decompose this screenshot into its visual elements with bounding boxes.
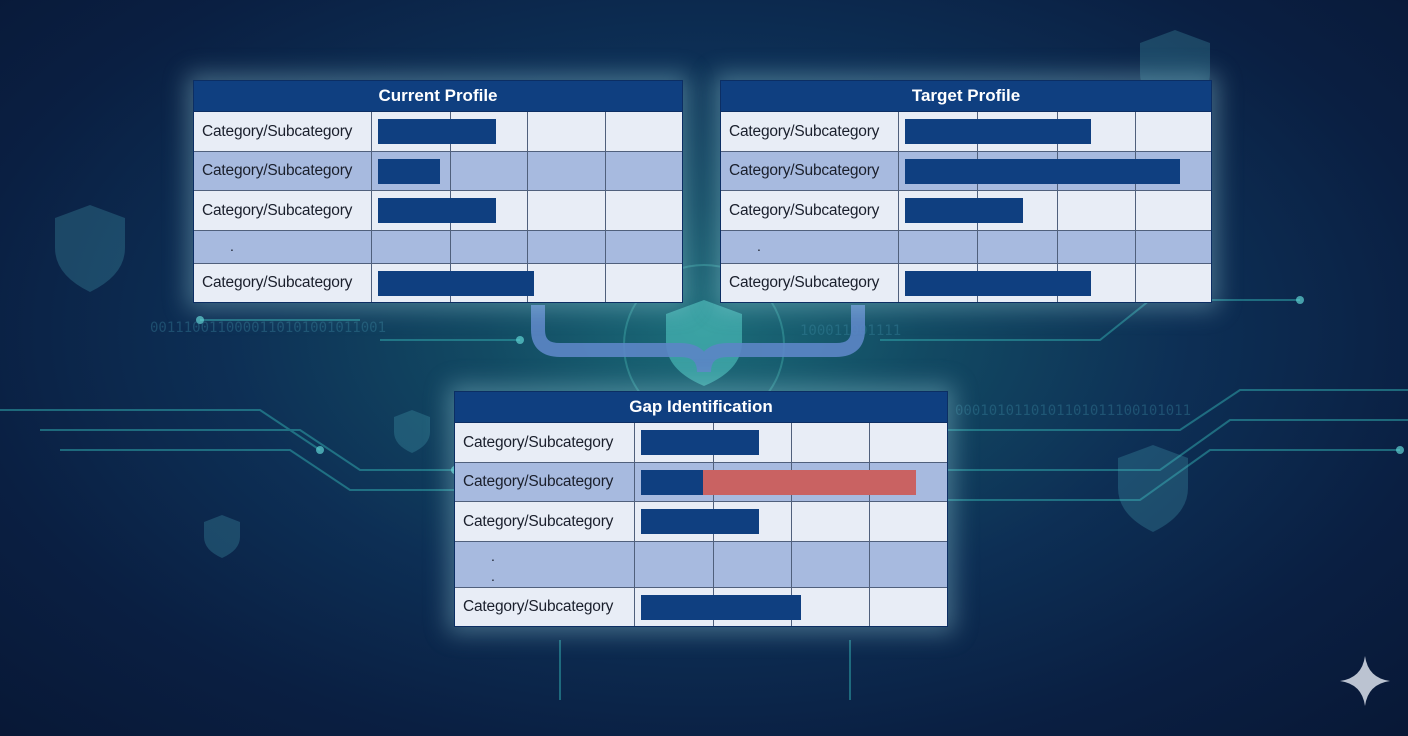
grid-line — [527, 191, 528, 230]
svg-text:0011100110000110101001011001: 0011100110000110101001011001 — [150, 320, 386, 336]
target-panel-title: Target Profile — [721, 81, 1211, 112]
ellipsis-marker: . . — [491, 548, 519, 584]
row-label: Category/Subcategory — [455, 423, 635, 462]
grid-line — [605, 112, 606, 151]
grid-line — [527, 231, 528, 263]
row-label — [455, 542, 635, 587]
table-row: Category/Subcategory — [721, 190, 1211, 230]
grid-line — [527, 112, 528, 151]
grid-line — [450, 231, 451, 263]
value-bar — [378, 198, 496, 223]
value-bar — [905, 159, 1180, 184]
value-bar — [905, 119, 1091, 144]
grid-line — [869, 542, 870, 587]
row-label: Category/Subcategory — [455, 588, 635, 626]
grid-line — [1135, 191, 1136, 230]
grid-line — [1057, 191, 1058, 230]
table-row: . — [194, 230, 682, 263]
row-label: Category/Subcategory — [194, 264, 372, 302]
value-bar — [641, 430, 759, 455]
grid-line — [605, 191, 606, 230]
table-row: . . — [455, 541, 947, 587]
grid-line — [1135, 231, 1136, 263]
table-row: . — [721, 230, 1211, 263]
grid-line — [713, 542, 714, 587]
value-bar — [641, 595, 801, 620]
table-row: Category/Subcategory — [455, 462, 947, 501]
value-bar — [905, 271, 1091, 296]
grid-line — [869, 588, 870, 626]
grid-line — [450, 152, 451, 190]
table-row: Category/Subcategory — [721, 112, 1211, 151]
row-label — [194, 231, 372, 263]
row-label: Category/Subcategory — [721, 112, 899, 151]
table-row: Category/Subcategory — [721, 263, 1211, 302]
table-row: Category/Subcategory — [721, 151, 1211, 190]
svg-text:100011001111: 100011001111 — [800, 323, 901, 339]
row-label: Category/Subcategory — [455, 463, 635, 501]
row-label: Category/Subcategory — [721, 191, 899, 230]
value-bar — [641, 470, 703, 495]
row-label — [721, 231, 899, 263]
row-label: Category/Subcategory — [721, 152, 899, 190]
grid-line — [869, 423, 870, 462]
row-label: Category/Subcategory — [721, 264, 899, 302]
value-bar — [905, 198, 1023, 223]
grid-line — [1135, 112, 1136, 151]
center-shield-icon — [666, 300, 742, 386]
grid-line — [977, 231, 978, 263]
grid-line — [605, 231, 606, 263]
grid-line — [791, 542, 792, 587]
table-row: Category/Subcategory — [194, 112, 682, 151]
grid-line — [605, 152, 606, 190]
table-row: Category/Subcategory — [194, 263, 682, 302]
row-label: Category/Subcategory — [194, 112, 372, 151]
svg-text:0001010110101101011100101011: 0001010110101101011100101011 — [955, 403, 1191, 419]
grid-line — [1057, 231, 1058, 263]
gap-bar — [703, 470, 916, 495]
value-bar — [378, 271, 534, 296]
ellipsis-marker: . — [757, 238, 761, 254]
row-label: Category/Subcategory — [194, 152, 372, 190]
merge-connector — [531, 305, 865, 373]
table-row: Category/Subcategory — [455, 587, 947, 626]
table-row: Category/Subcategory — [194, 151, 682, 190]
grid-line — [869, 502, 870, 541]
grid-line — [791, 423, 792, 462]
grid-line — [527, 152, 528, 190]
value-bar — [378, 159, 440, 184]
grid-line — [791, 502, 792, 541]
value-bar — [641, 509, 759, 534]
table-row: Category/Subcategory — [455, 423, 947, 462]
table-row: Category/Subcategory — [455, 501, 947, 541]
grid-line — [605, 264, 606, 302]
row-label: Category/Subcategory — [455, 502, 635, 541]
gap-panel-title: Gap Identification — [455, 392, 947, 423]
table-row: Category/Subcategory — [194, 190, 682, 230]
current-panel-title: Current Profile — [194, 81, 682, 112]
row-label: Category/Subcategory — [194, 191, 372, 230]
ellipsis-marker: . — [230, 238, 234, 254]
value-bar — [378, 119, 496, 144]
sparkle-icon — [1340, 656, 1390, 706]
grid-line — [1135, 264, 1136, 302]
